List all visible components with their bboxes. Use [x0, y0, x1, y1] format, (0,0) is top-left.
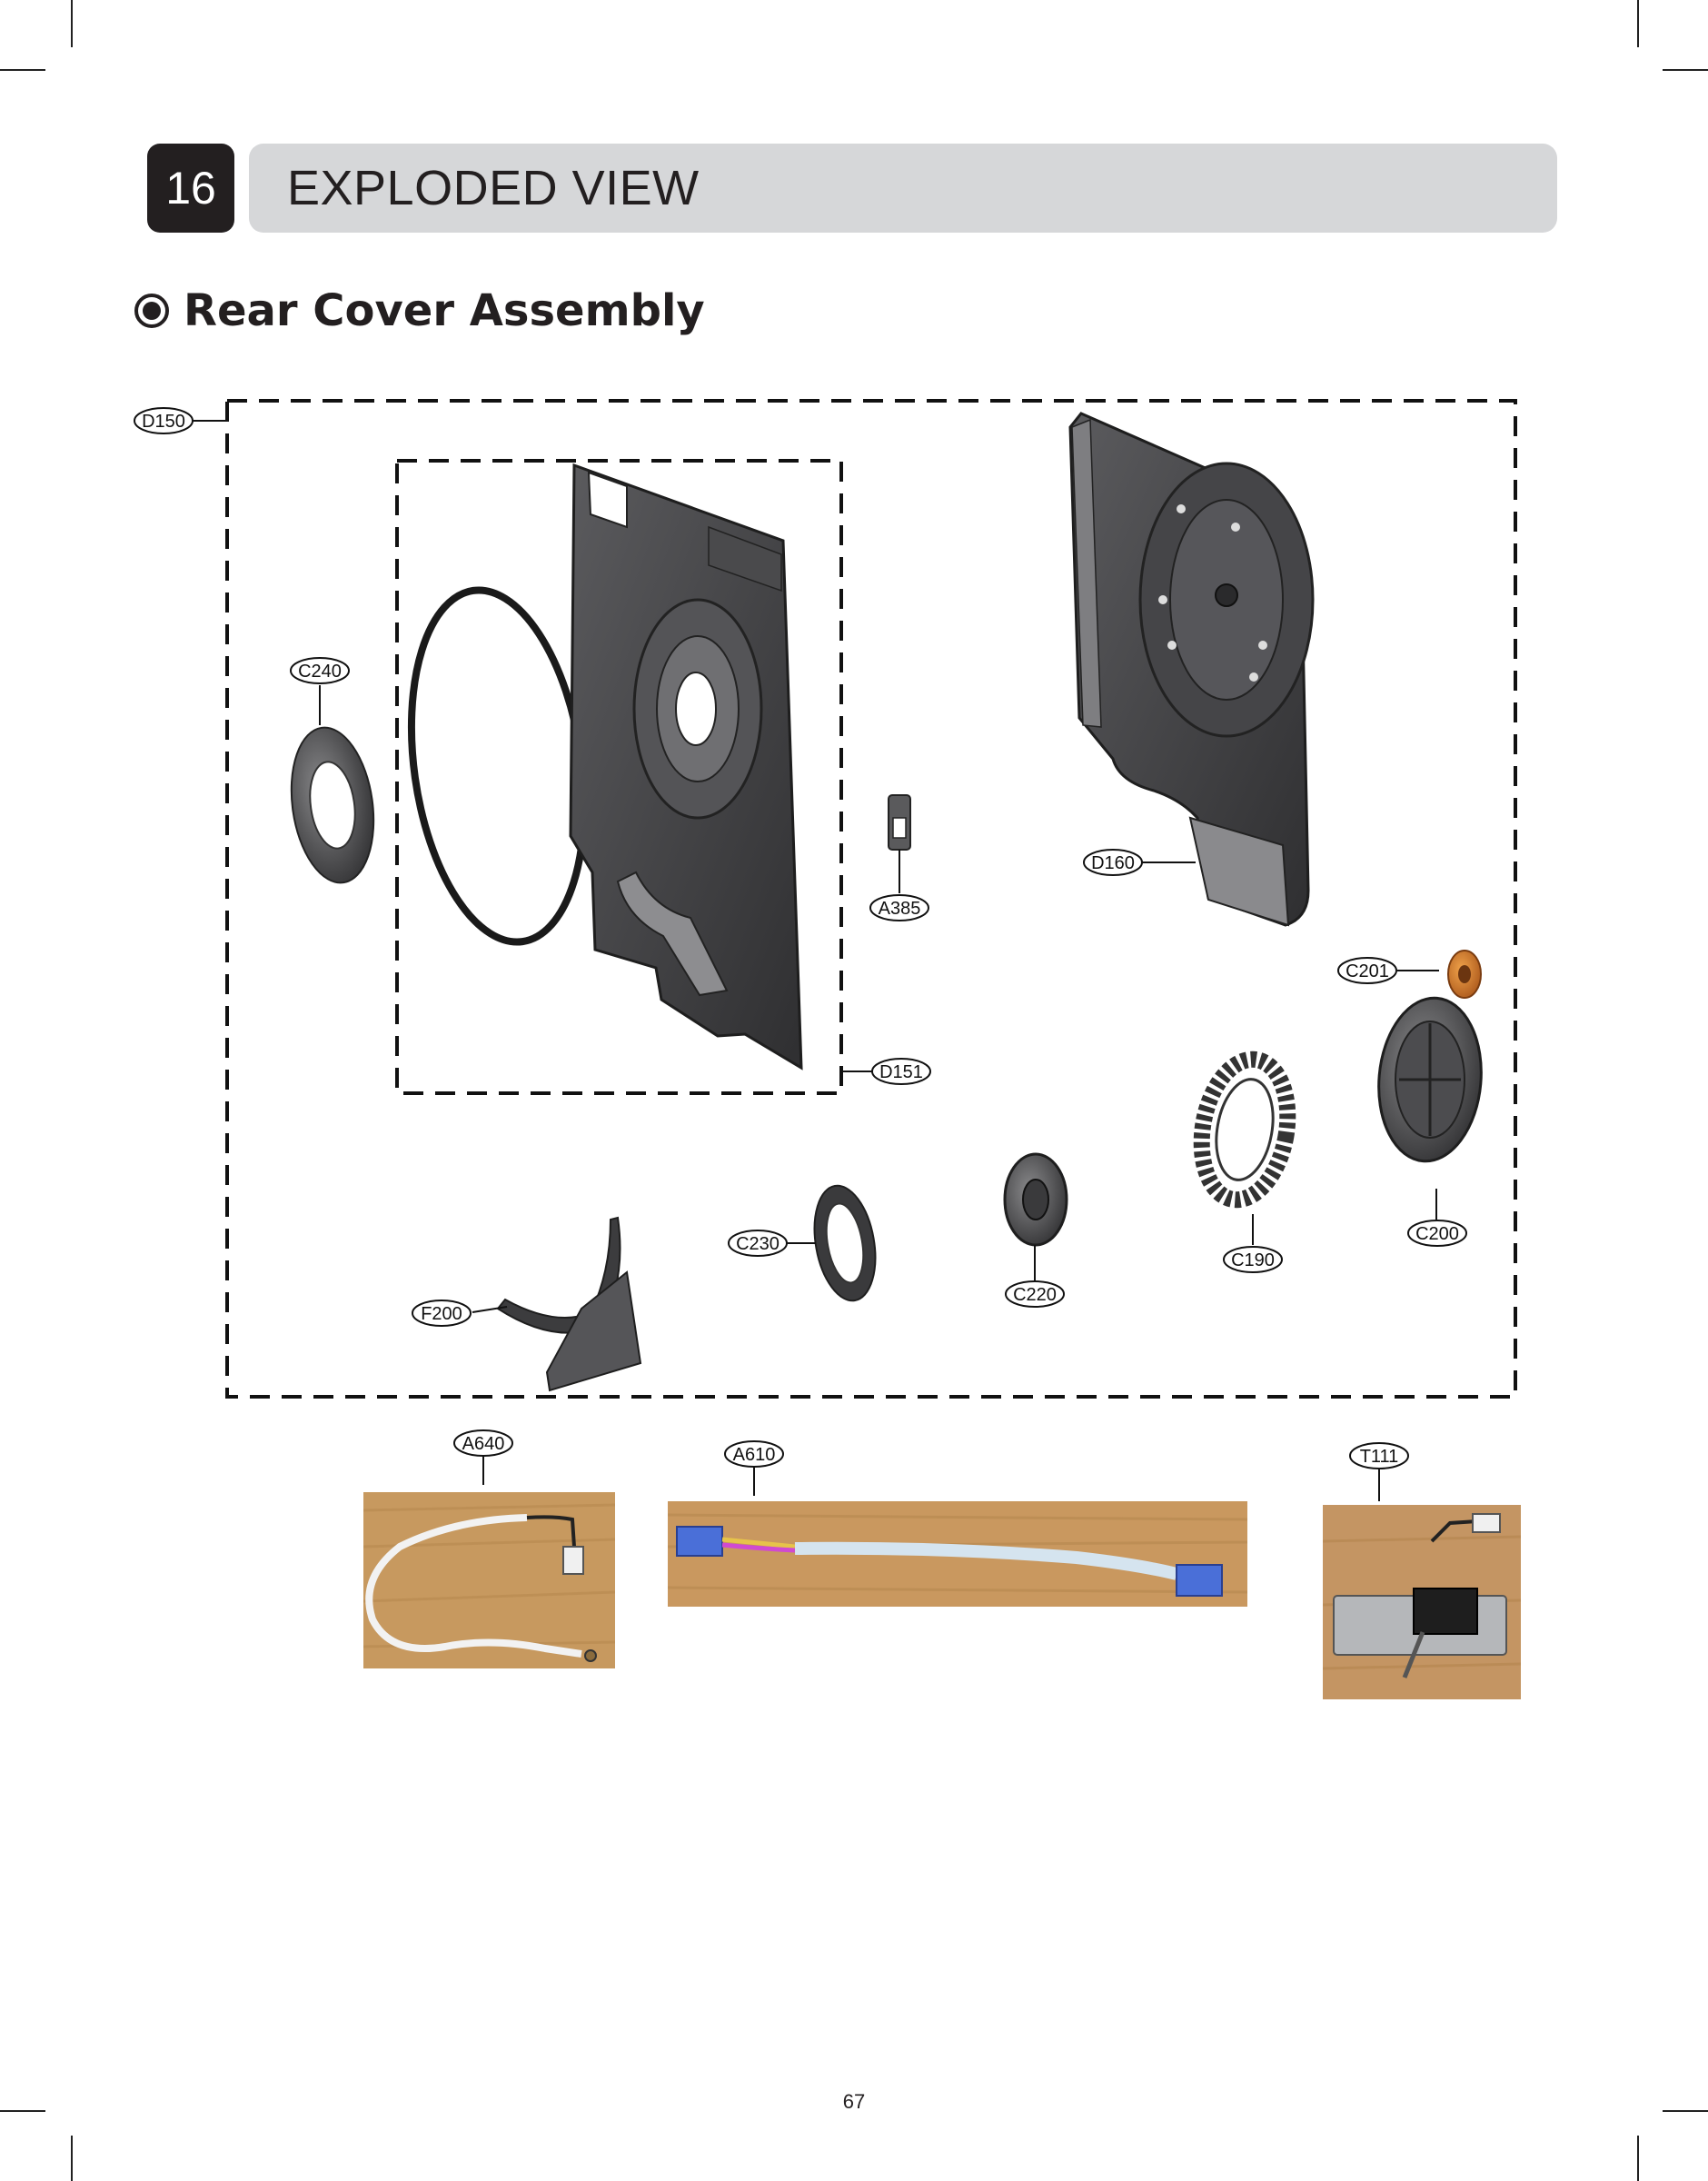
- callout-c230-bubble: [728, 1230, 788, 1257]
- callout-c190-bubble: [1223, 1246, 1283, 1273]
- chapter-title-bar: EXPLODED VIEW: [249, 144, 1557, 233]
- callout-t111-label: T111: [1360, 1447, 1399, 1467]
- callout-c201-bubble: [1337, 957, 1397, 984]
- section-title: Rear Cover Assembly: [184, 285, 705, 336]
- crop-mark: [71, 2136, 73, 2181]
- callout-c220-bubble: [1005, 1280, 1065, 1308]
- part-f200-bracket: [496, 1216, 642, 1392]
- crop-mark: [1637, 0, 1639, 47]
- part-c201-nut: [1447, 950, 1482, 999]
- assembly-group-outline: [225, 399, 1517, 1399]
- callout-c200-bubble: [1407, 1220, 1467, 1247]
- callout-a385-bubble: [869, 894, 929, 921]
- crop-mark: [1663, 69, 1708, 71]
- callout-t111-bubble: [1349, 1442, 1409, 1469]
- photo-a610-wire-harness: [668, 1501, 1247, 1607]
- callout-f200-label: F200: [421, 1304, 462, 1324]
- chapter-number: 16: [165, 163, 216, 214]
- crop-mark: [0, 2110, 45, 2112]
- callout-a610-label: A610: [733, 1445, 776, 1465]
- part-d160-rear-cover: [1068, 412, 1315, 927]
- callout-a385-label: A385: [879, 899, 921, 919]
- crop-mark: [1637, 2136, 1639, 2181]
- callout-f200-bubble: [412, 1300, 472, 1327]
- bullet-circle-icon: [134, 294, 169, 328]
- crop-mark: [1663, 2110, 1708, 2112]
- chapter-title: EXPLODED VIEW: [287, 161, 700, 215]
- callout-d150-label: D150: [142, 412, 185, 432]
- callout-d151-bubble: [871, 1058, 931, 1085]
- crop-mark: [71, 0, 73, 47]
- callout-c220-label: C220: [1013, 1285, 1057, 1305]
- callout-a640-label: A640: [462, 1434, 505, 1454]
- chapter-number-badge: 16: [147, 144, 234, 233]
- part-a385: [888, 794, 911, 851]
- callout-c240-label: C240: [298, 662, 342, 682]
- callout-c240-bubble: [290, 657, 350, 684]
- callout-c190-label: C190: [1231, 1250, 1275, 1270]
- page-number: 67: [842, 2090, 866, 2113]
- part-c230-ring: [813, 1184, 877, 1302]
- part-c200-rotor: [1377, 996, 1483, 1163]
- part-c190-stator: [1193, 1051, 1296, 1209]
- callout-c200-label: C200: [1415, 1224, 1459, 1244]
- photo-a640-wire-harness: [363, 1492, 615, 1668]
- part-c220-hub: [1003, 1152, 1068, 1247]
- crop-mark: [0, 69, 45, 71]
- callout-c201-label: C201: [1346, 961, 1389, 981]
- part-d151-rear-panel: [569, 463, 803, 1071]
- callout-d160-label: D160: [1091, 853, 1135, 873]
- section-heading: Rear Cover Assembly: [134, 285, 705, 336]
- callout-a610-bubble: [724, 1440, 784, 1468]
- callout-c230-label: C230: [736, 1234, 780, 1254]
- photo-t111-terminal-block: [1323, 1505, 1521, 1699]
- callout-d150-bubble: [134, 407, 194, 434]
- part-c240-ring: [290, 726, 375, 884]
- callout-d160-bubble: [1083, 849, 1143, 876]
- callout-a640-bubble: [453, 1429, 513, 1457]
- callout-d151-label: D151: [879, 1062, 923, 1082]
